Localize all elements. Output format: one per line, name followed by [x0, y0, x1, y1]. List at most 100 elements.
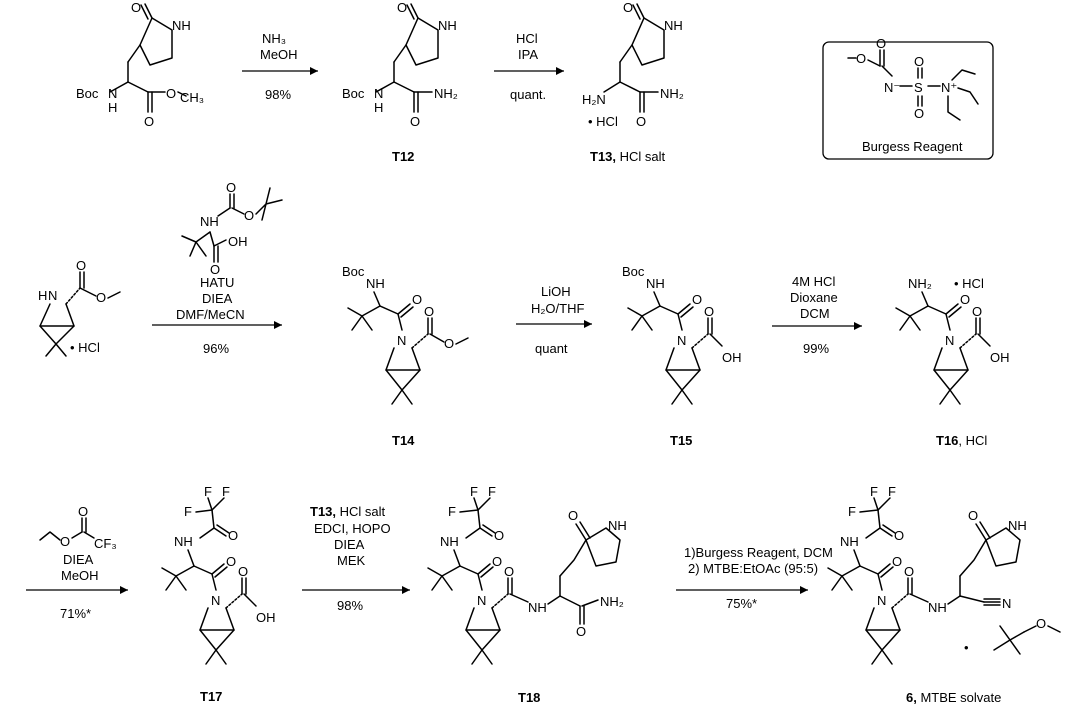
compound-6-id: 6,	[906, 690, 917, 705]
atom-o: O	[424, 304, 434, 319]
compound-t15-label: T15	[670, 433, 692, 448]
t16-hcl-salt: • HCl	[954, 276, 984, 291]
atom-o: O	[397, 0, 407, 15]
compound-t14-structure: Boc NH O N O O T14	[342, 264, 469, 448]
atom-o: O	[60, 534, 70, 549]
atom-o: O	[238, 564, 248, 579]
step-s6-yield: 71%*	[60, 606, 91, 621]
step-s2-reagent-1: HCl	[516, 31, 538, 46]
compound-t17-label: T17	[200, 689, 222, 704]
atom-n: N	[877, 593, 886, 608]
step-s1-reagent-2: MeOH	[260, 47, 298, 62]
atom-boc: Boc	[342, 264, 365, 279]
atom-o: O	[704, 304, 714, 319]
atom-f: F	[870, 484, 878, 499]
atom-nh: NH	[366, 276, 385, 291]
atom-nh: NH	[528, 600, 547, 615]
atom-nh: NH	[438, 18, 457, 33]
step-s5-reagent-1: 4M HCl	[792, 274, 835, 289]
step-s2: HCl IPA quant.	[494, 31, 564, 102]
compound-t13-tail: HCl salt	[616, 149, 666, 164]
compound-6-label: 6, MTBE solvate	[906, 690, 1001, 705]
atom-o: O	[96, 290, 106, 305]
atom-o: O	[960, 292, 970, 307]
atom-cf3: CF₃	[94, 536, 117, 551]
atom-o: O	[876, 36, 886, 51]
atom-n: N	[945, 333, 954, 348]
atom-nh2: NH₂	[908, 276, 932, 291]
step-s4-reagent-2: H₂O/THF	[531, 301, 584, 316]
t13-hcl-salt: • HCl	[588, 114, 618, 129]
atom-n: N	[211, 593, 220, 608]
compound-t12-label: T12	[392, 149, 414, 164]
step-s7: T13, HCl salt EDCI, HOPO DIEA MEK 98%	[302, 504, 410, 613]
atom-o: O	[972, 304, 982, 319]
atom-f: F	[888, 484, 896, 499]
starting-ester-structure: O NH Boc N H O O CH₃	[76, 0, 204, 129]
atom-nh: NH	[646, 276, 665, 291]
atom-h2n: H₂N	[582, 92, 606, 107]
atom-o: O	[904, 564, 914, 579]
atom-o: O	[444, 336, 454, 351]
step-s7-reagent-lead: T13, HCl salt	[310, 504, 386, 519]
step-s4-yield: quant	[535, 341, 568, 356]
atom-nh: NH	[1008, 518, 1027, 533]
atom-o: O	[576, 624, 586, 639]
mtbe-structure: O	[993, 616, 1061, 655]
atom-o: O	[623, 0, 633, 15]
step-s6-reagent-2: MeOH	[61, 568, 99, 583]
compound-6-structure: F F F O NH O N O NH O NH	[827, 484, 1061, 705]
atom-nh: NH	[172, 18, 191, 33]
atom-nh: NH	[608, 518, 627, 533]
atom-boc: Boc	[76, 86, 99, 101]
compound-t16-tail: , HCl	[958, 433, 987, 448]
step-s4: LiOH H₂O/THF quant	[516, 284, 592, 356]
compound-t15-structure: Boc NH O N O OH T15	[622, 264, 742, 448]
step-s1-yield: 98%	[265, 87, 291, 102]
atom-n-plus: N⁺	[941, 80, 957, 95]
atom-o: O	[131, 0, 141, 15]
atom-n: N	[48, 288, 57, 303]
atom-h: H	[374, 100, 383, 115]
compound-t16-label: T16, HCl	[936, 433, 987, 448]
step-s3-reagent-3: DMF/MeCN	[176, 307, 245, 322]
atom-hn: NH	[440, 534, 459, 549]
atom-f: F	[184, 504, 192, 519]
atom-o: O	[894, 528, 904, 543]
atom-hn: NH	[840, 534, 859, 549]
atom-o: O	[494, 528, 504, 543]
atom-o: O	[226, 554, 236, 569]
atom-n: N	[677, 333, 686, 348]
step-s8-reagent-1: 1)Burgess Reagent, DCM	[684, 545, 833, 560]
atom-nh: NH	[200, 214, 219, 229]
atom-oh: OH	[228, 234, 248, 249]
atom-o: O	[210, 262, 220, 277]
step-s8-yield: 75%*	[726, 596, 757, 611]
ethyl-trifluoroacetate-structure: O O CF₃	[39, 504, 117, 551]
step-s1-reagent-1: NH₃	[262, 31, 286, 46]
compound-t18-structure: F F F O NH O N O NH O NH	[427, 484, 627, 705]
atom-o: O	[1036, 616, 1046, 631]
atom-o: O	[914, 106, 924, 121]
boc-tle-reagent-structure: NH O O OH O	[181, 180, 283, 277]
step-s2-reagent-2: IPA	[518, 47, 538, 62]
step-s7-lead-id: T13,	[310, 504, 336, 519]
atom-o: O	[412, 292, 422, 307]
atom-o: O	[692, 292, 702, 307]
atom-boc: Boc	[622, 264, 645, 279]
step-s5-reagent-3: DCM	[800, 306, 830, 321]
atom-o: O	[410, 114, 420, 129]
bicyclic-amine-structure: H N O O • HCl	[38, 258, 121, 357]
step-s8-reagent-2: 2) MTBE:EtOAc (95:5)	[688, 561, 818, 576]
burgess-reagent-title: Burgess Reagent	[862, 139, 963, 154]
atom-o: O	[504, 564, 514, 579]
atom-f: F	[448, 504, 456, 519]
step-s8: 1)Burgess Reagent, DCM 2) MTBE:EtOAc (95…	[676, 545, 833, 611]
atom-nh: NH	[664, 18, 683, 33]
step-s3-reagent-2: DIEA	[202, 291, 233, 306]
amine-hcl-salt: • HCl	[70, 340, 100, 355]
compound-t16-structure: NH₂ • HCl O N O OH T16, HCl	[895, 276, 1010, 448]
step-s1: NH₃ MeOH 98%	[242, 31, 318, 102]
